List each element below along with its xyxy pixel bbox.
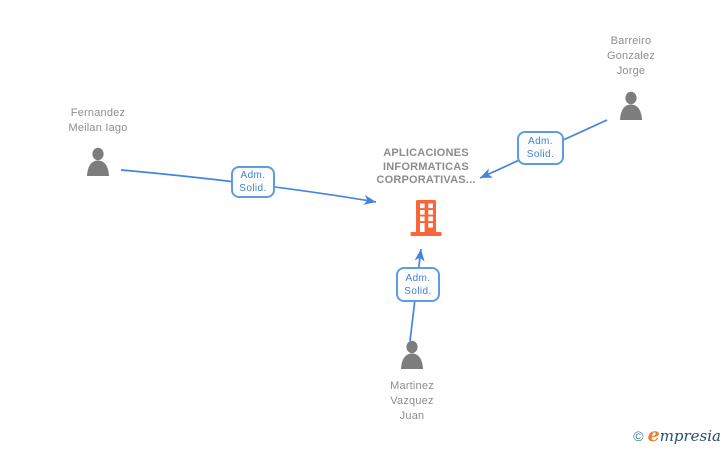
edge-label-adm-solid[interactable]: Adm. Solid. (396, 267, 440, 302)
person-node-fernandez[interactable]: Fernandez Meilan Iago (18, 106, 178, 181)
person-name: Martinez Vazquez Juan (390, 380, 434, 422)
person-icon (342, 340, 482, 374)
person-name: Fernandez Meilan Iago (68, 107, 128, 134)
edge-label-line: Adm. (240, 170, 266, 181)
company-node[interactable]: APLICACIONES INFORMATICAS CORPORATIVAS..… (346, 147, 506, 241)
edge-label-line: Adm. (405, 272, 431, 284)
person-icon (561, 91, 701, 125)
brand-name: mpresia (659, 427, 721, 445)
edge-label-line: Adm. (528, 136, 553, 147)
empresia-logo[interactable]: © e mpresia (633, 424, 721, 446)
brand-initial: e (647, 424, 660, 446)
edge-label-adm-solid[interactable]: Adm. Solid. (231, 166, 275, 198)
person-name: Barreiro Gonzalez Jorge (606, 35, 656, 77)
copyright-symbol: © (633, 428, 644, 444)
edge-label-line: Solid. (526, 149, 555, 160)
edge-label-adm-solid[interactable]: Adm. Solid. (517, 131, 564, 165)
person-node-barreiro[interactable]: Barreiro Gonzalez Jorge (561, 34, 701, 125)
person-icon (18, 147, 178, 181)
company-name: APLICACIONES INFORMATICAS CORPORATIVAS..… (376, 147, 476, 186)
building-icon (346, 199, 506, 241)
edge-label-line: Solid. (239, 183, 267, 194)
edge-label-line: Solid. (404, 285, 432, 297)
person-node-martinez[interactable]: Martinez Vazquez Juan (342, 340, 482, 424)
